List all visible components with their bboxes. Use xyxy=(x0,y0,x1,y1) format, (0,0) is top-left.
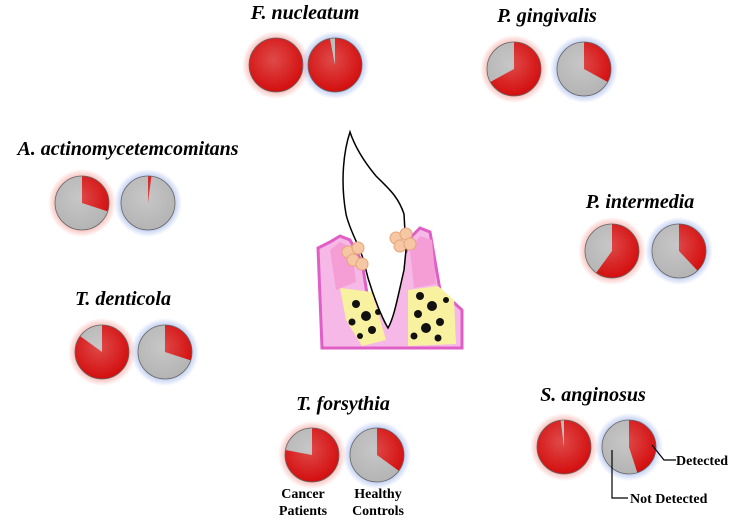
healthy-controls-label-line2: Controls xyxy=(352,504,404,519)
cancer-pie-t-forsythia xyxy=(278,421,346,489)
cancer-pie-p-gingivalis-outline xyxy=(486,41,542,97)
species-group-t-forsythia: T. forsythia xyxy=(278,393,411,489)
cancer-pie-s-anginosus xyxy=(530,413,598,481)
control-pie-a-actinomycetemcomitans xyxy=(114,169,182,237)
healthy-controls-label-line1: Healthy xyxy=(354,487,401,502)
cancer-pie-t-denticola-outline xyxy=(74,324,130,380)
cancer-patients-label-line1: Cancer xyxy=(281,487,325,502)
cancer-pie-f-nucleatum xyxy=(242,31,310,99)
cancer-pie-f-nucleatum-outline xyxy=(248,37,304,93)
control-pie-p-gingivalis-outline xyxy=(556,41,612,97)
cancer-pie-a-actinomycetemcomitans xyxy=(48,169,116,237)
tooth-illustration xyxy=(316,129,464,350)
detected-label: Detected xyxy=(676,454,728,469)
control-pie-p-gingivalis xyxy=(550,35,618,103)
species-title: S. anginosus xyxy=(540,384,646,406)
control-pie-p-intermedia-outline xyxy=(651,223,707,279)
species-group-a-actinomycetemcomitans: A. actinomycetemcomitans xyxy=(15,138,239,237)
species-title: P. gingivalis xyxy=(496,5,597,27)
control-pie-p-intermedia xyxy=(645,217,713,285)
species-group-p-gingivalis: P. gingivalis xyxy=(480,5,618,103)
species-title: F. nucleatum xyxy=(250,2,360,24)
cancer-pie-p-intermedia xyxy=(578,217,646,285)
cancer-pie-t-denticola xyxy=(68,318,136,386)
detected-leader-line xyxy=(651,444,676,461)
species-group-f-nucleatum: F. nucleatum xyxy=(242,2,369,99)
species-group-p-intermedia: P. intermedia xyxy=(578,191,713,285)
species-group-s-anginosus: S. anginosus xyxy=(530,384,663,481)
species-group-t-denticola: T. denticola xyxy=(68,288,199,386)
cancer-pie-t-forsythia-outline xyxy=(284,427,340,483)
species-title: T. denticola xyxy=(75,288,171,310)
species-title: A. actinomycetemcomitans xyxy=(15,138,238,160)
control-pie-f-nucleatum xyxy=(301,31,369,99)
not-detected-leader-line xyxy=(611,450,628,499)
control-pie-t-forsythia xyxy=(343,421,411,489)
control-pie-t-forsythia-outline xyxy=(349,427,405,483)
cancer-patients-label-line2: Patients xyxy=(279,504,328,519)
cancer-pie-a-actinomycetemcomitans-outline xyxy=(54,175,110,231)
control-pie-t-denticola xyxy=(131,318,199,386)
species-title: P. intermedia xyxy=(585,191,695,213)
not-detected-label: Not Detected xyxy=(630,492,708,507)
control-pie-s-anginosus-outline xyxy=(601,419,657,475)
cancer-pie-s-anginosus-outline xyxy=(536,419,592,475)
control-pie-a-actinomycetemcomitans-outline xyxy=(120,175,176,231)
cancer-pie-p-gingivalis xyxy=(480,35,548,103)
control-pie-f-nucleatum-outline xyxy=(307,37,363,93)
control-pie-t-denticola-outline xyxy=(137,324,193,380)
cancer-pie-p-intermedia-outline xyxy=(584,223,640,279)
control-pie-s-anginosus xyxy=(595,413,663,481)
species-title: T. forsythia xyxy=(296,393,390,415)
